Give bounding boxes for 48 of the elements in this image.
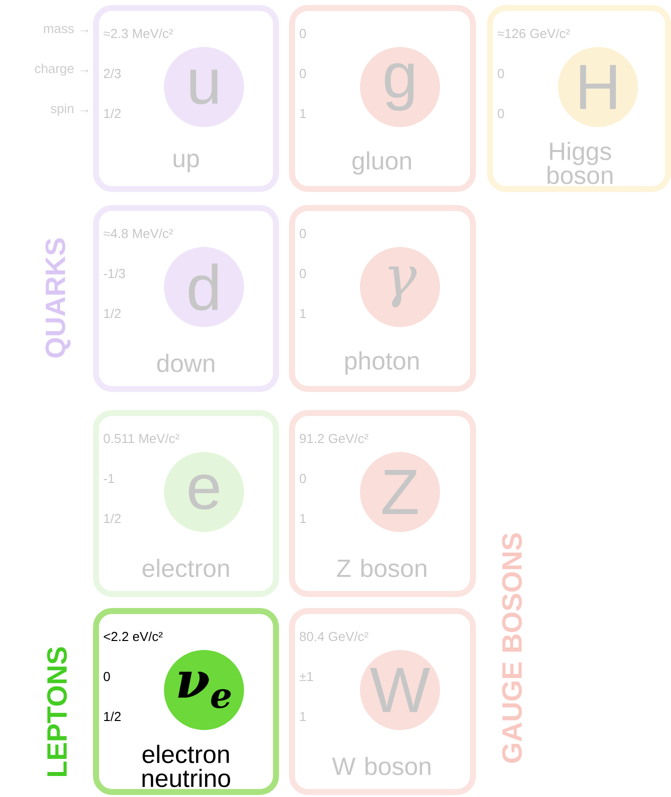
particle-card	[487, 5, 671, 192]
spin-value: 1	[300, 712, 306, 721]
charge-value: 2/3	[104, 68, 121, 78]
particle-name: W boson	[332, 756, 430, 776]
mass-value: <2.2 eV/c²	[104, 632, 163, 642]
particle-card	[289, 205, 476, 392]
mass-value: 91.2 GeV/c²	[300, 434, 368, 444]
group-label: GAUGE BOSONS	[502, 533, 522, 763]
particle-name: Z boson	[336, 558, 426, 578]
charge-value: 0	[300, 474, 306, 484]
particle-card	[93, 205, 279, 392]
spin-value: 1	[300, 109, 306, 118]
spin-value: 1/2	[104, 308, 121, 318]
spin-value: 1	[300, 514, 306, 523]
particle-name: down	[157, 354, 214, 372]
charge-value: 0	[300, 68, 306, 78]
mass-value: 0	[300, 28, 306, 38]
particle-card	[289, 410, 476, 597]
particle-card	[93, 5, 279, 192]
spin-value: 1/2	[104, 514, 121, 524]
mass-value: ≈126 GeV/c²	[498, 28, 570, 38]
charge-value: 0	[498, 68, 504, 78]
particle-name: electron	[142, 558, 229, 578]
mass-value: ≈2.3 MeV/c²	[104, 28, 173, 38]
charge-value: -1/3	[104, 268, 126, 278]
particle-card	[93, 608, 279, 795]
spin-value: 1	[300, 309, 306, 318]
group-label: LEPTONS	[47, 647, 67, 776]
mass-value: 80.4 GeV/c²	[300, 632, 368, 642]
charge-value: -1	[104, 474, 114, 483]
particle-name: Higgs boson	[548, 142, 612, 184]
charge-value: 0	[300, 268, 306, 278]
particle-name: photon	[345, 351, 419, 375]
mass-value: 0	[300, 228, 306, 238]
particle-name: up	[174, 154, 199, 172]
charge-value: 0	[104, 672, 110, 682]
spin-value: 1/2	[104, 108, 121, 118]
particle-card	[289, 608, 476, 795]
particle-name: gluon	[352, 151, 411, 175]
group-label: QUARKS	[45, 238, 71, 358]
spin-value: 1/2	[104, 712, 121, 722]
mass-value: 0.511 MeV/c²	[104, 434, 180, 444]
particle-card	[289, 5, 476, 192]
particle-name: electron neutrino	[142, 744, 230, 788]
mass-value: ≈4.8 MeV/c²	[104, 228, 173, 238]
spin-value: 0	[498, 108, 504, 118]
particle-card	[93, 410, 279, 597]
charge-value: ±1	[300, 672, 313, 681]
